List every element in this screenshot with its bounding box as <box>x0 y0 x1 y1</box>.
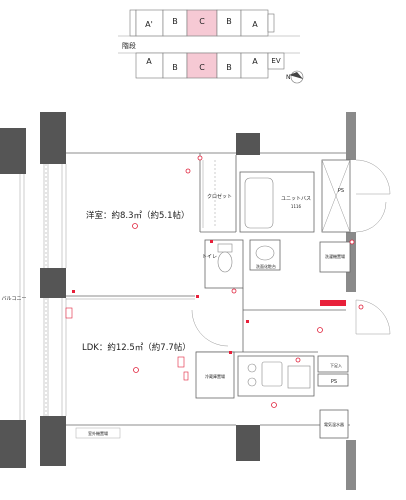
key-elevator <box>267 52 285 70</box>
outdoor-unit-space <box>75 427 121 439</box>
key-top-label-3: C <box>199 17 205 26</box>
outlet-icon <box>271 402 277 408</box>
switch-icon <box>72 290 75 293</box>
outlet-icon <box>349 239 355 245</box>
switch-icon <box>210 240 213 243</box>
key-top-unit-3 <box>186 9 218 37</box>
washroom-label: 洗面化粧台 <box>256 263 276 269</box>
stove-burner-icon-2 <box>247 377 257 387</box>
shoe-box-label: 下足入 <box>330 363 342 368</box>
key-top-label-5: A <box>252 20 258 29</box>
unit-bath-size: 1116 <box>291 204 302 209</box>
toilet-icon <box>217 251 233 273</box>
shoe-box <box>317 355 349 373</box>
sink-icon <box>255 245 275 261</box>
key-top-unit-1 <box>135 9 164 37</box>
switch-icon <box>196 295 199 298</box>
kitchen-sink-icon <box>261 361 283 387</box>
right-wall-top <box>346 112 356 160</box>
outdoor-unit-label: 室外機置場 <box>88 430 108 436</box>
balcony-label: バルコニー <box>2 296 27 302</box>
switch-icon <box>246 320 249 323</box>
outlet-icon <box>133 367 139 373</box>
electrical-outlets <box>65 155 364 408</box>
outlet-icon <box>185 168 191 174</box>
balcony-column-bottom <box>0 420 26 468</box>
key-plan: A' B C B A 階段 A B C B A EV N <box>118 9 304 84</box>
ps-bottom-label: PS <box>331 379 337 385</box>
structural-column-bottom-left <box>40 416 66 466</box>
key-stair-label: 階段 <box>122 41 136 50</box>
structural-column-top-center <box>236 133 260 155</box>
structural-column-mid-left <box>40 268 66 298</box>
key-bottom-unit-4 <box>216 52 242 79</box>
fridge-space <box>195 351 235 399</box>
outlet-icon <box>231 288 237 294</box>
outlet-icon <box>295 357 301 363</box>
balcony-column-top <box>0 128 26 174</box>
key-bottom-unit-2 <box>162 52 188 79</box>
key-bottom-label-4: B <box>226 63 232 72</box>
red-marker <box>320 300 346 306</box>
outlet-icon <box>132 223 138 229</box>
fridge-label: 冷蔵庫置場 <box>205 373 225 379</box>
laundry-label: 洗濯機置場 <box>325 253 345 259</box>
outlet-icon <box>358 304 364 310</box>
key-bottom-label-2: B <box>172 63 178 72</box>
toilet-label: トイレ <box>202 254 217 260</box>
bathtub-icon <box>244 177 274 229</box>
key-bottom-label-3: C <box>199 63 205 72</box>
outlet-icon <box>317 327 323 333</box>
key-top-label-4: B <box>226 17 232 26</box>
water-heater <box>319 409 349 439</box>
structural-column-bottom-center <box>236 425 260 461</box>
north-arrow-icon: N <box>286 70 304 84</box>
key-top-label-1: A' <box>145 20 153 29</box>
western-room-label: 洋室：約8.3㎡（約5.1帖） <box>86 210 190 221</box>
water-heater-label: 電気温水器 <box>324 421 344 427</box>
laundry-space <box>319 241 351 273</box>
structural-column-top-left <box>40 112 66 164</box>
stove-burner-icon <box>247 363 257 373</box>
ldk-label: LDK：約12.5㎡（約7.7帖） <box>82 342 191 353</box>
svg-text:N: N <box>286 74 291 81</box>
key-bottom-label-5: A <box>252 57 258 66</box>
intercom-icon <box>65 307 73 319</box>
key-bottom-label-1: A <box>146 57 152 66</box>
unit-bath-label: ユニットバス <box>281 196 311 202</box>
right-wall-bottom <box>346 440 356 490</box>
key-top-label-2: B <box>172 17 178 26</box>
ps-bottom <box>317 373 349 387</box>
switch-icon <box>229 351 232 354</box>
unit-plan: バルコニー クロゼット ユニットバス 1116 PS <box>0 112 391 490</box>
closet-label: クロゼット <box>207 193 232 200</box>
right-wall-mid <box>346 232 356 292</box>
ps-top-label: PS <box>338 188 344 194</box>
outlet-icon <box>197 155 203 161</box>
key-top-unit-2 <box>162 9 188 37</box>
key-bottom-unit-3 <box>186 52 218 79</box>
key-bottom-unit-1 <box>135 52 164 79</box>
control-panel-icon <box>177 356 185 368</box>
key-ev-label: EV <box>271 57 280 65</box>
key-bottom-unit-5 <box>240 52 269 79</box>
